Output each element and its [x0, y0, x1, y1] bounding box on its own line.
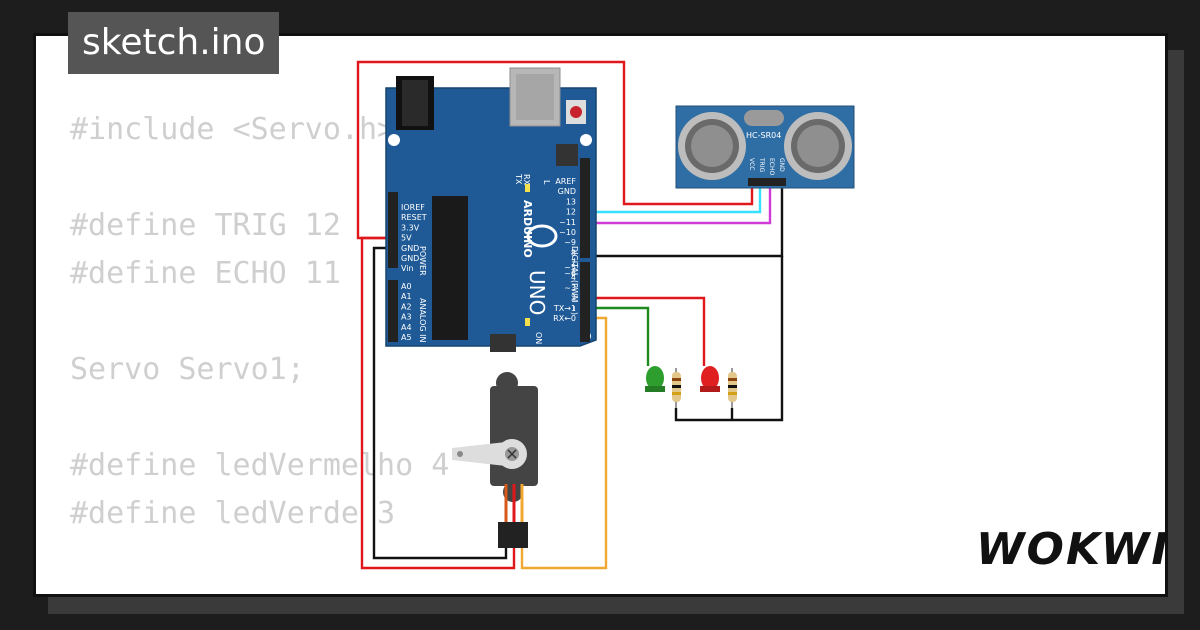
pin-label: A1 [401, 292, 412, 301]
wire-servo-signal [520, 316, 608, 570]
pin-label: 8 [571, 248, 576, 257]
digital-header-label: DIGITAL (PWM ~) [570, 246, 579, 315]
code-line: const int distanciaAlvo = 8; [70, 586, 576, 594]
pin-label: GND [558, 187, 576, 196]
pin-label: 2 [571, 294, 576, 303]
sensor-pin-label: ECHO [768, 158, 775, 175]
board-model-label: UNO [525, 270, 549, 315]
preview-card: #include <Servo.h> #define TRIG 12 #define… [33, 33, 1168, 597]
pin-label: 13 [566, 197, 576, 206]
sensor-pin-label: VCC [748, 158, 755, 170]
pin-label: 5V [401, 234, 412, 243]
board-l-label: L [542, 180, 551, 185]
servo-motor[interactable] [452, 372, 538, 548]
pin-label: ~3 [564, 283, 576, 292]
pin-label: A3 [401, 313, 412, 322]
sensor-pin-label: TRIG [758, 157, 765, 173]
sensor-label: HC-SR04 [746, 131, 781, 140]
resistor-vermelho[interactable] [728, 368, 737, 408]
led-vermelho[interactable] [700, 366, 720, 392]
board-tx-label: TX [514, 173, 523, 185]
code-line: #define ECHO 11 [70, 256, 341, 291]
pin-label: 3.3V [401, 223, 420, 232]
pin-label: 7 [571, 259, 576, 268]
board-on-label: ON [534, 332, 543, 344]
code-line: Servo Servo1; [70, 352, 305, 387]
wire-echo [584, 184, 772, 225]
pin-label: 4 [571, 273, 576, 282]
pin-label: Vin [401, 264, 414, 273]
wokwi-logo: WOKWI [976, 524, 1170, 575]
wire-5v-sensor [356, 60, 754, 240]
pin-label: AREF [555, 177, 576, 186]
atmega-chip [432, 196, 468, 340]
pin-label: GND [401, 244, 419, 253]
sensor-pin-label: GND [778, 158, 785, 172]
pin-label: ~9 [564, 238, 576, 247]
wire-5v-servo [360, 236, 516, 570]
wire-led-red [584, 296, 706, 366]
code-line: #define ledVermelho 4 [70, 448, 450, 483]
arduino-uno-board[interactable]: ARDUINO UNO TX RX L ON IOREFRESET3.3V5VG… [385, 67, 597, 352]
board-brand-label: ARDUINO [521, 200, 534, 258]
pin-label: IOREF [401, 203, 425, 212]
file-name-tab[interactable]: sketch.ino [68, 12, 280, 74]
pin-label: A4 [401, 323, 412, 332]
code-line: #include <Servo.h> [70, 112, 396, 147]
pin-label: GND [401, 254, 419, 263]
pin-label: ~6 [564, 269, 576, 278]
pin-label: A5 [401, 333, 412, 342]
pin-label: ~10 [559, 228, 576, 237]
pin-label: RX←0 [553, 314, 576, 323]
resistor-verde[interactable] [672, 368, 681, 408]
wire-gnd-servo [372, 246, 508, 560]
code-line: #define ledVerde 3 [70, 496, 396, 531]
wire-led-green [584, 306, 650, 366]
wire-gnd-leds [674, 256, 784, 422]
code-preview: #include <Servo.h> #define TRIG 12 #define… [70, 106, 576, 594]
power-header-label: POWER [418, 246, 427, 276]
board-rx-label: RX [522, 174, 531, 186]
code-line: #define TRIG 12 [70, 208, 341, 243]
analog-header-label: ANALOG IN [418, 298, 427, 343]
pin-label: TX→1 [553, 304, 576, 313]
led-verde[interactable] [645, 366, 665, 392]
pin-label: ~11 [559, 218, 576, 227]
wire-trig [584, 184, 762, 214]
pin-label: 12 [566, 208, 576, 217]
pin-label: RESET [401, 213, 427, 222]
pin-label: A0 [401, 282, 412, 291]
pin-label: A2 [401, 302, 412, 311]
pin-label: ~5 [564, 263, 576, 272]
